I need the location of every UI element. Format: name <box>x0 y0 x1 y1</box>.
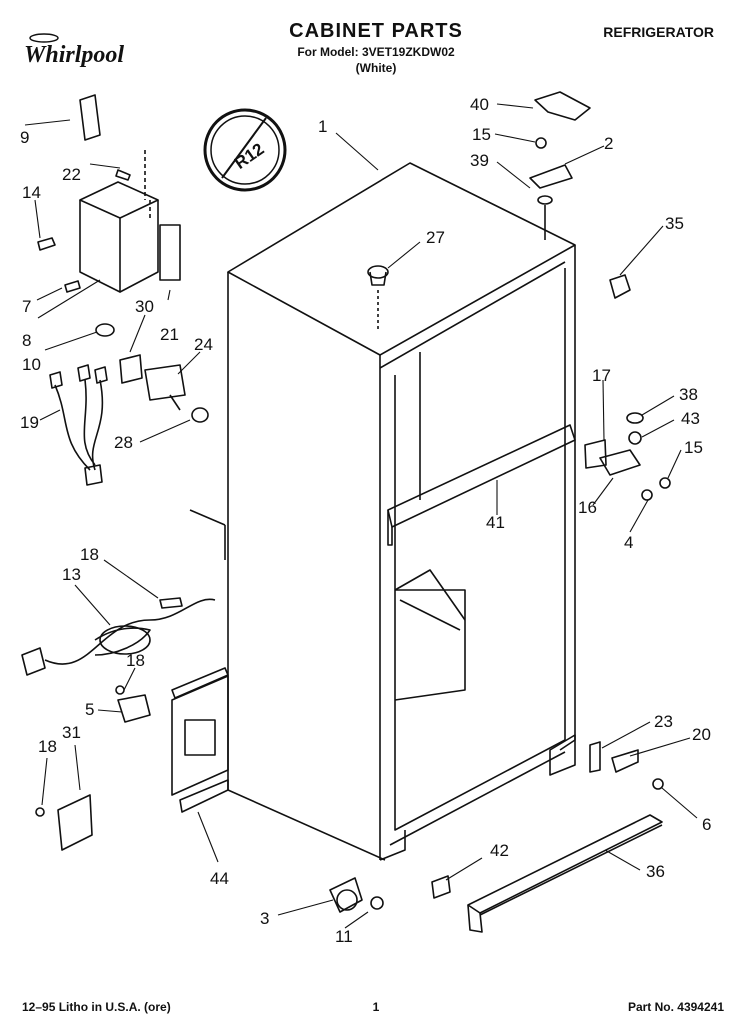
cabinet-body <box>227 162 576 861</box>
callout-42: 42 <box>490 841 509 860</box>
plug-button <box>367 265 389 330</box>
callout-3: 3 <box>260 909 269 928</box>
callout-18-clamp: 18 <box>126 651 145 670</box>
appliance-type: REFRIGERATOR <box>603 24 714 40</box>
callout-30: 30 <box>135 297 154 316</box>
callout-23: 23 <box>654 712 673 731</box>
callout-21: 21 <box>160 325 179 344</box>
callout-18-cord: 18 <box>80 545 99 564</box>
callout-5: 5 <box>85 700 94 719</box>
footer-part-number: Part No. 4394241 <box>627 1000 724 1014</box>
callout-7: 7 <box>22 297 31 316</box>
callout-2: 2 <box>604 134 613 153</box>
callout-15-right: 15 <box>684 438 703 457</box>
callout-43: 43 <box>681 409 700 428</box>
callout-38: 38 <box>679 385 698 404</box>
callout-4: 4 <box>624 533 633 552</box>
footer-page-number: 1 <box>372 1000 380 1014</box>
callout-22: 22 <box>62 165 81 184</box>
callout-39: 39 <box>470 151 489 170</box>
svg-text:Whirlpool: Whirlpool <box>24 42 124 68</box>
callout-20: 20 <box>692 725 711 744</box>
callout-44: 44 <box>210 869 229 888</box>
top-hinge-assembly <box>529 91 631 299</box>
callout-17: 17 <box>592 366 611 385</box>
callout-numbers: 1 2 3 4 5 6 7 8 9 10 11 13 14 15 15 16 1… <box>20 95 711 946</box>
model-color: (White) <box>355 61 397 75</box>
callout-31: 31 <box>62 723 81 742</box>
callout-36: 36 <box>646 862 665 881</box>
callout-27: 27 <box>426 228 445 247</box>
page-title: CABINET PARTS <box>289 20 463 42</box>
control-box <box>37 94 181 337</box>
footer-litho: 12–95 Litho in U.S.A. (ore) <box>22 1000 171 1014</box>
callout-6: 6 <box>702 815 711 834</box>
callout-24: 24 <box>194 335 213 354</box>
callout-28: 28 <box>114 433 133 452</box>
callout-14: 14 <box>22 183 41 202</box>
callout-11: 11 <box>335 927 353 946</box>
callout-35: 35 <box>665 214 684 233</box>
callout-19: 19 <box>20 413 39 432</box>
r12-badge-label: R12 <box>231 139 267 172</box>
callout-16: 16 <box>578 498 597 517</box>
callout-1: 1 <box>318 117 327 136</box>
light-and-wire-parts <box>49 354 209 486</box>
callout-8: 8 <box>22 331 31 350</box>
leader-lines <box>24 103 698 929</box>
power-cord <box>21 509 226 676</box>
callout-40: 40 <box>470 95 489 114</box>
callout-15-top: 15 <box>472 125 491 144</box>
lower-left-parts <box>35 667 229 851</box>
callout-41: 41 <box>486 513 505 532</box>
callout-9: 9 <box>20 128 29 147</box>
callout-13: 13 <box>62 565 81 584</box>
whirlpool-logo: Whirlpool <box>24 33 124 68</box>
model-number: For Model: 3VET19ZKDW02 <box>297 45 455 59</box>
r12-badge: R12 <box>203 108 287 192</box>
right-side-parts <box>329 412 671 933</box>
callout-18-cover: 18 <box>38 737 57 756</box>
callout-10: 10 <box>22 355 41 374</box>
